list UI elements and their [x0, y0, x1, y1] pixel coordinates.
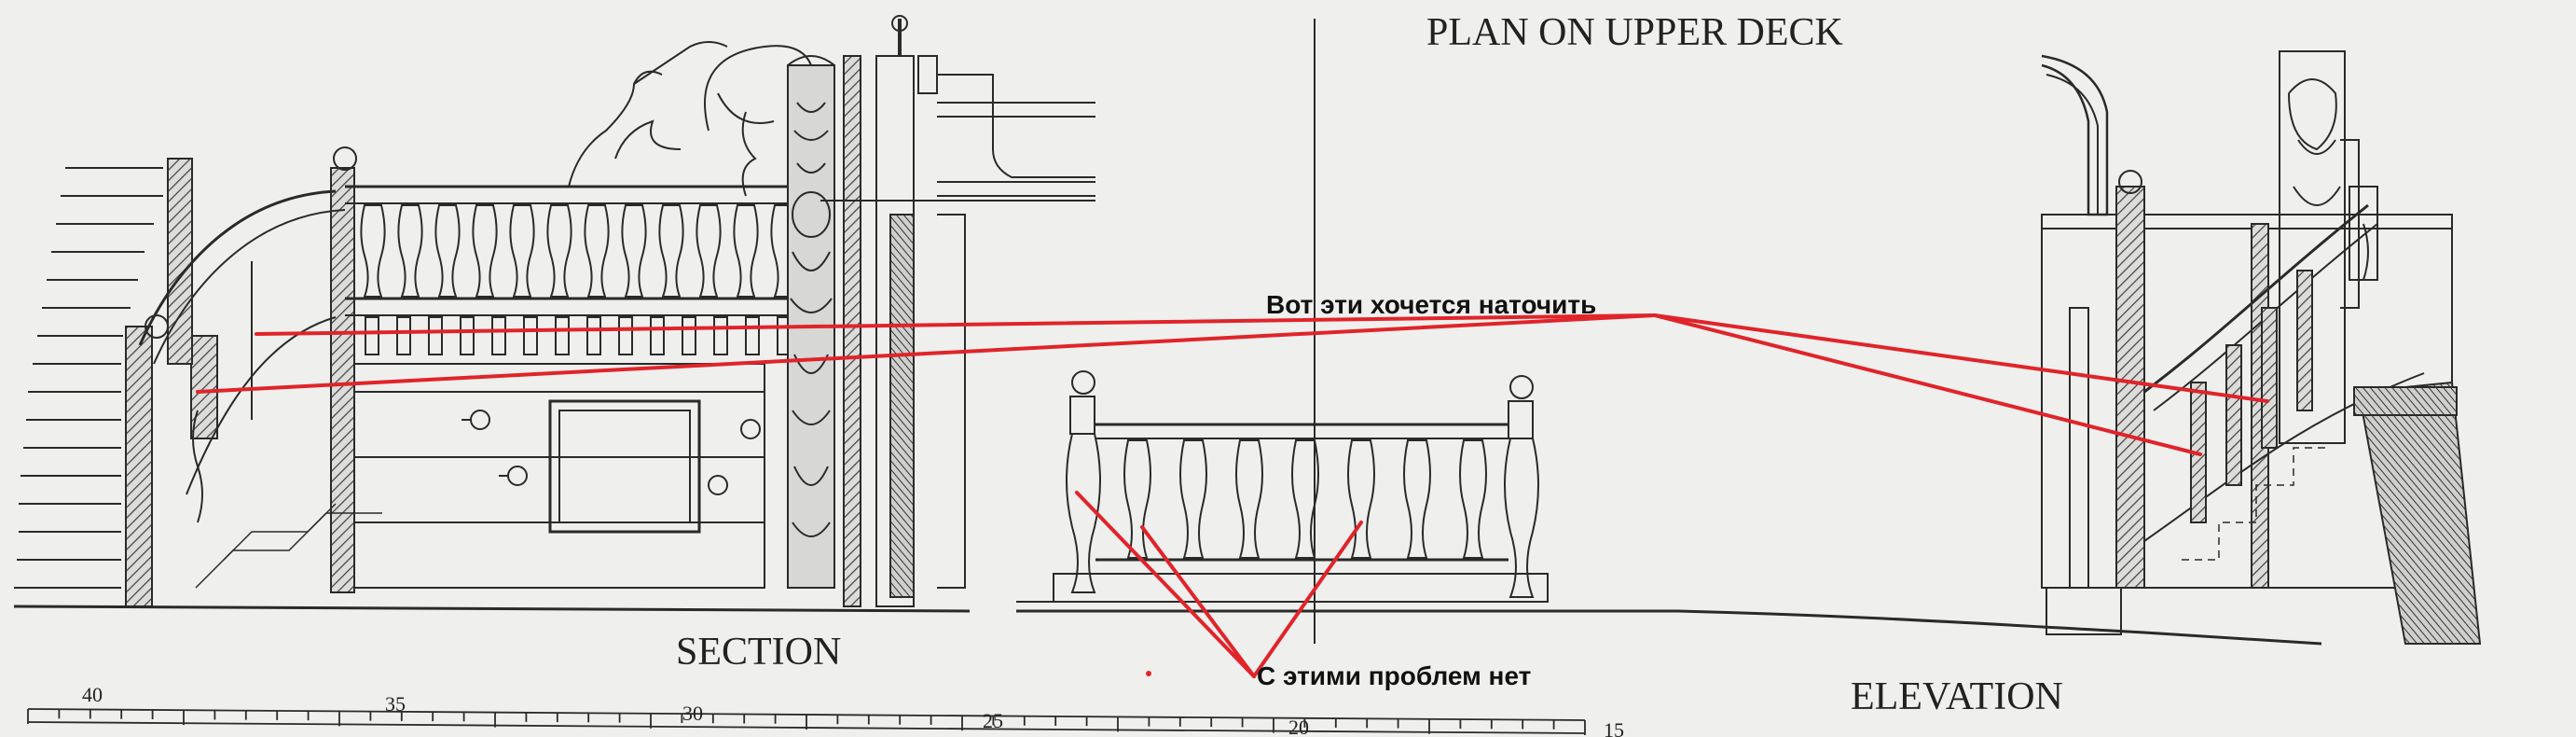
- baluster: [396, 316, 411, 355]
- baluster: [733, 204, 759, 298]
- baluster: [460, 316, 475, 355]
- pointer-line-baluster-3: [1252, 521, 1363, 678]
- scale-number-25: 25: [983, 709, 1003, 732]
- baluster: [745, 316, 760, 355]
- newel-post-left: [125, 261, 253, 607]
- red-dot: [1146, 671, 1151, 676]
- section-label: SECTION: [676, 631, 841, 674]
- annotation-no-problem: С этими проблем нет: [1257, 661, 1531, 690]
- elevation-label: ELEVATION: [1851, 675, 2063, 718]
- baluster: [1291, 439, 1319, 559]
- scale-number-40: 40: [82, 683, 103, 706]
- baluster: [713, 316, 728, 355]
- curved-handrail: [138, 189, 337, 346]
- annotation-sharpen: Вот эти хочется наточить: [1266, 290, 1596, 319]
- baluster: [434, 204, 461, 298]
- baluster: [555, 316, 570, 355]
- scale-number-35: 35: [385, 692, 406, 716]
- tall-post: [167, 158, 193, 365]
- elevation-drawing: [2041, 50, 2482, 645]
- baluster: [1179, 439, 1207, 559]
- balusters-lower: [365, 316, 792, 355]
- baluster: [2225, 344, 2242, 486]
- pointer-line-lower-right: [1653, 313, 2202, 456]
- carved-figure: [568, 41, 812, 197]
- baluster: [621, 204, 647, 298]
- scale-numbers: 40 35 30 25 20 15: [82, 683, 1624, 737]
- baluster: [618, 316, 633, 355]
- baluster: [2296, 270, 2313, 411]
- baluster: [509, 204, 535, 298]
- baluster: [1459, 439, 1487, 559]
- scale-number-20: 20: [1288, 716, 1309, 737]
- center-post: [330, 167, 355, 593]
- baluster: [586, 316, 601, 355]
- baluster: [1403, 439, 1431, 559]
- planking-lines: [14, 167, 163, 589]
- baluster: [360, 204, 386, 298]
- baluster: [696, 204, 722, 298]
- pointer-line-lower-left: [196, 313, 1657, 394]
- baluster: [1347, 439, 1375, 559]
- baluster: [546, 204, 572, 298]
- baluster: [397, 204, 423, 298]
- baluster: [428, 316, 443, 355]
- baluster: [2261, 307, 2278, 449]
- deck-line: [13, 605, 971, 613]
- pointer-line-upper-right: [1653, 313, 2269, 403]
- baluster: [1235, 439, 1263, 559]
- section-drawing: [13, 15, 1095, 613]
- pointer-line-baluster-1: [1075, 491, 1256, 678]
- middle-drawing: [1016, 19, 2322, 646]
- red-annotation-lines: [196, 313, 2269, 678]
- baluster: [523, 316, 538, 355]
- caryatid-column: [787, 15, 1095, 607]
- balusters-upper: [360, 204, 796, 298]
- baluster: [650, 316, 665, 355]
- scale-number-30: 30: [682, 702, 703, 725]
- lower-cabinet: [353, 363, 765, 589]
- sloped-deck: [1016, 609, 2322, 646]
- baluster: [584, 204, 610, 298]
- baluster: [682, 316, 696, 355]
- scale-number-15: 15: [1604, 718, 1624, 737]
- door-panel: [548, 399, 701, 534]
- baluster: [365, 316, 379, 355]
- baluster: [472, 204, 498, 298]
- plan-label: PLAN ON UPPER DECK: [1426, 11, 1843, 54]
- pointer-line-baluster-2: [1140, 525, 1256, 678]
- baluster: [1123, 439, 1151, 559]
- scale-bar: [27, 708, 1586, 735]
- baluster: [491, 316, 506, 355]
- baluster: [658, 204, 684, 298]
- elevation-figure-column: [2279, 50, 2346, 444]
- pointer-line-upper-left: [255, 313, 1657, 336]
- small-balustrade: [1053, 370, 1549, 603]
